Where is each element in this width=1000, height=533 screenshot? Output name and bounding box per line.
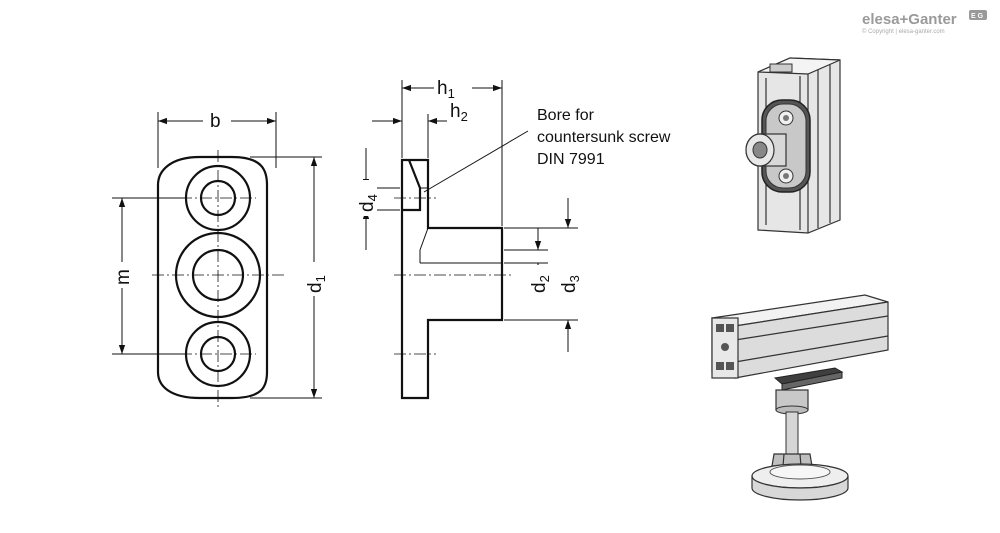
brand-badge-box bbox=[969, 10, 987, 20]
note-line-1: Bore for bbox=[537, 107, 595, 124]
dim-h1: h1 bbox=[437, 78, 455, 101]
brand-name: elesa+Ganter bbox=[862, 11, 957, 28]
dim-h2: h2 bbox=[450, 101, 468, 124]
d2-sub: 2 bbox=[537, 275, 552, 282]
brand-logo: elesa+Ganter E G © Copyright | elesa-gan… bbox=[862, 10, 987, 35]
note-line-2: countersunk screw bbox=[537, 129, 671, 146]
note-leader-line bbox=[423, 130, 529, 193]
dim-d4: d4 bbox=[357, 194, 380, 212]
dim-b: b bbox=[210, 111, 221, 132]
dim-d3: d3 bbox=[559, 275, 582, 293]
h1-label-bg bbox=[434, 72, 472, 100]
h2-main: h bbox=[450, 101, 461, 122]
middle-bore-thread bbox=[225, 251, 244, 283]
h1-sub: 1 bbox=[448, 86, 455, 101]
brand-copyright: © Copyright | elesa-ganter.com bbox=[862, 28, 945, 35]
front-view: b m d1 bbox=[110, 106, 328, 407]
bore-chamfer bbox=[419, 227, 429, 251]
h2-label-bg bbox=[447, 102, 479, 128]
dim-d1: d1 bbox=[305, 275, 328, 293]
d1-sub: 1 bbox=[313, 275, 328, 282]
d4-main: d bbox=[357, 201, 378, 212]
m-label-bg bbox=[110, 262, 134, 288]
h1-main: h bbox=[437, 78, 448, 99]
b-label-bg bbox=[203, 106, 231, 132]
brand-badge: E G bbox=[971, 13, 984, 20]
d3-label-bg bbox=[558, 262, 578, 296]
bore-note: Bore for countersunk screw DIN 7991 bbox=[537, 107, 671, 168]
h2-sub: 2 bbox=[461, 109, 468, 124]
d1-label-bg bbox=[302, 262, 328, 296]
side-section-view: h1 h2 d4 d2 d3 bbox=[355, 72, 582, 400]
d3-main: d bbox=[559, 282, 580, 293]
d2-label-bg bbox=[528, 265, 548, 297]
flange-outline bbox=[400, 158, 504, 400]
note-line-3: DIN 7991 bbox=[537, 151, 605, 168]
d2-main: d bbox=[529, 282, 550, 293]
product-image-profile-vertical bbox=[745, 57, 841, 234]
d4-sub: 4 bbox=[365, 194, 380, 201]
d3-sub: 3 bbox=[567, 275, 582, 282]
d4-label-bg bbox=[355, 180, 377, 216]
countersink-profile bbox=[402, 159, 422, 212]
d1-main: d bbox=[305, 282, 326, 293]
dim-m: m bbox=[113, 269, 134, 285]
dim-d2: d2 bbox=[529, 275, 552, 293]
product-image-profile-foot bbox=[711, 294, 889, 501]
